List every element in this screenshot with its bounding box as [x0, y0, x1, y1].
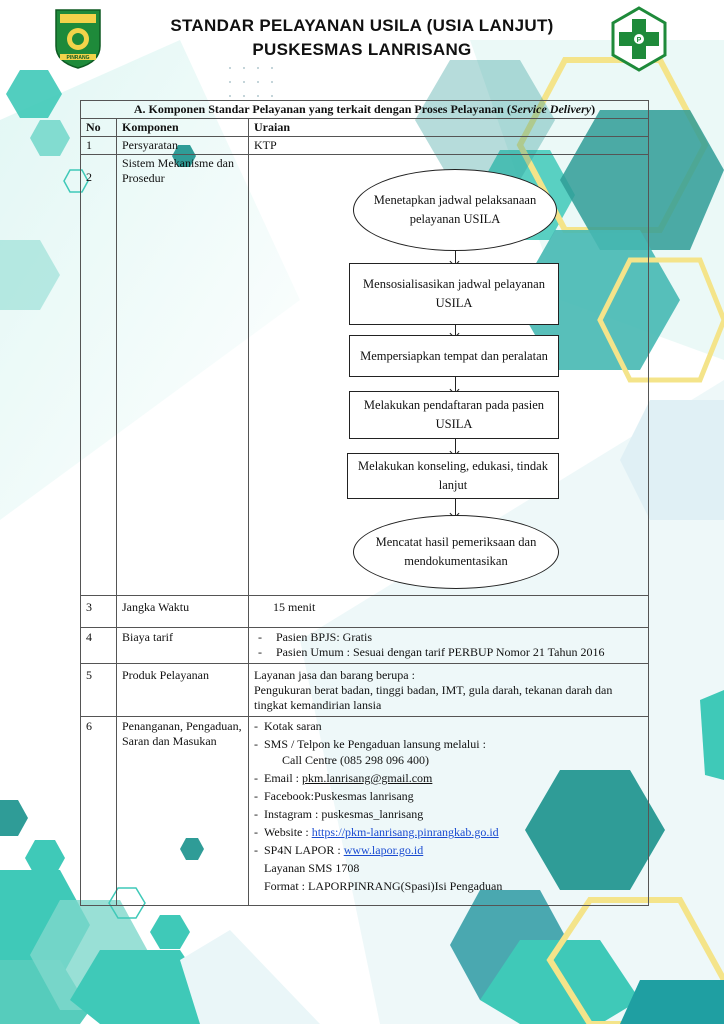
row-number: 3 — [80, 595, 117, 628]
contact-instagram: Instagram : puskesmas_lanrisang — [254, 807, 643, 822]
puskesmas-logo-icon: P — [611, 6, 667, 72]
contact-lapor: SP4N LAPOR : www.lapor.go.id — [254, 843, 643, 858]
right-logo: P — [610, 6, 668, 77]
row-component: Persyaratan — [116, 136, 249, 155]
email-link[interactable]: pkm.lanrisang@gmail.com — [302, 771, 433, 785]
flow-step-4: Melakukan pendaftaran pada pasien USILA — [349, 391, 559, 439]
contact-facebook: Facebook:Puskesmas lanrisang — [254, 789, 643, 804]
contact-kotak-saran: Kotak saran — [254, 719, 643, 734]
contact-website: Website : https://pkm-lanrisang.pinrangk… — [254, 825, 643, 840]
section-heading-suffix: ) — [591, 102, 596, 116]
row-description: 15 menit — [247, 595, 650, 628]
flow-step-3: Mempersiapkan tempat dan peralatan — [349, 335, 559, 377]
flow-arrow — [455, 499, 456, 515]
contact-email: Email : pkm.lanrisang@gmail.com — [254, 771, 643, 786]
page-title-line1: STANDAR PELAYANAN USILA (USIA LANJUT) — [170, 16, 554, 35]
left-logo: PINRANG — [52, 6, 104, 75]
row-description: KTP — [247, 136, 650, 155]
row-number: 2 — [80, 154, 117, 596]
flow-step-5: Melakukan konseling, edukasi, tindak lan… — [347, 453, 559, 499]
row-component: Biaya tarif — [116, 627, 249, 664]
flow-arrow — [455, 439, 456, 453]
service-standard-table: A. Komponen Standar Pelayanan yang terka… — [79, 100, 650, 906]
row-description: Layanan jasa dan barang berupa : Penguku… — [247, 663, 650, 717]
row-number: 5 — [80, 663, 117, 717]
contact-lapor-label: SP4N LAPOR : — [264, 843, 344, 857]
website-link[interactable]: https://pkm-lanrisang.pinrangkab.go.id — [311, 825, 499, 839]
table-row: 3 Jangka Waktu 15 menit — [80, 595, 650, 628]
contact-website-label: Website : — [264, 825, 312, 839]
row-component: Penanganan, Pengaduan, Saran dan Masukan — [116, 716, 249, 906]
right-logo-letter: P — [637, 37, 642, 44]
column-header-no: No — [80, 118, 117, 137]
row-component: Sistem Mekanisme dan Prosedur — [116, 154, 249, 596]
section-heading-prefix: A. Komponen Standar Pelayanan yang terka… — [133, 102, 511, 116]
table-row: 6 Penanganan, Pengaduan, Saran dan Masuk… — [80, 716, 650, 906]
table-row: 1 Persyaratan KTP — [80, 136, 650, 155]
page-title-line2: PUSKESMAS LANRISANG — [252, 40, 472, 59]
row-number: 4 — [80, 627, 117, 664]
flow-arrow — [455, 251, 456, 263]
row-component: Produk Pelayanan — [116, 663, 249, 717]
section-heading: A. Komponen Standar Pelayanan yang terka… — [79, 100, 650, 119]
section-heading-italic: Service Delivery — [510, 102, 592, 116]
row-component: Jangka Waktu — [116, 595, 249, 628]
product-intro: Layanan jasa dan barang berupa : — [254, 668, 415, 682]
flow-arrow — [455, 325, 456, 335]
flow-arrow — [455, 377, 456, 391]
column-header-description: Uraian — [247, 118, 650, 137]
contact-sms: SMS / Telpon ke Pengaduan lansung melalu… — [254, 737, 643, 752]
table-row: 2 Sistem Mekanisme dan Prosedur Menetapk… — [80, 154, 650, 596]
pinrang-regency-emblem-icon: PINRANG — [55, 9, 101, 69]
fee-item: Pasien Umum : Sesuai dengan tarif PERBUP… — [254, 645, 643, 660]
row-number: 1 — [80, 136, 117, 155]
row-description: Pasien BPJS: Gratis Pasien Umum : Sesuai… — [247, 627, 650, 664]
lapor-link[interactable]: www.lapor.go.id — [343, 843, 424, 857]
contact-format: Format : LAPORPINRANG(Spasi)Isi Pengadua… — [264, 879, 503, 893]
row-number: 6 — [80, 716, 117, 906]
row-description: Kotak saran SMS / Telpon ke Pengaduan la… — [247, 716, 650, 906]
table-row: 4 Biaya tarif Pasien BPJS: Gratis Pasien… — [80, 627, 650, 664]
flow-step-1: Menetapkan jadwal pelaksanaan pelayanan … — [353, 169, 557, 251]
contact-email-label: Email : — [264, 771, 302, 785]
fee-item: Pasien BPJS: Gratis — [254, 630, 643, 645]
product-detail: Pengukuran berat badan, tinggi badan, IM… — [254, 683, 613, 712]
contact-call-centre: Call Centre (085 298 096 400) — [282, 753, 429, 767]
flow-step-2: Mensosialisasikan jadwal pelayanan USILA — [349, 263, 559, 325]
contact-sms-service: Layanan SMS 1708 — [264, 861, 360, 875]
procedure-flowchart: Menetapkan jadwal pelaksanaan pelayanan … — [247, 154, 650, 596]
left-logo-text: PINRANG — [66, 55, 89, 61]
column-header-component: Komponen — [116, 118, 249, 137]
flow-step-6: Mencatat hasil pemeriksaan dan mendokume… — [353, 515, 559, 589]
row-number-text: 2 — [86, 170, 92, 184]
table-row: 5 Produk Pelayanan Layanan jasa dan bara… — [80, 663, 650, 717]
